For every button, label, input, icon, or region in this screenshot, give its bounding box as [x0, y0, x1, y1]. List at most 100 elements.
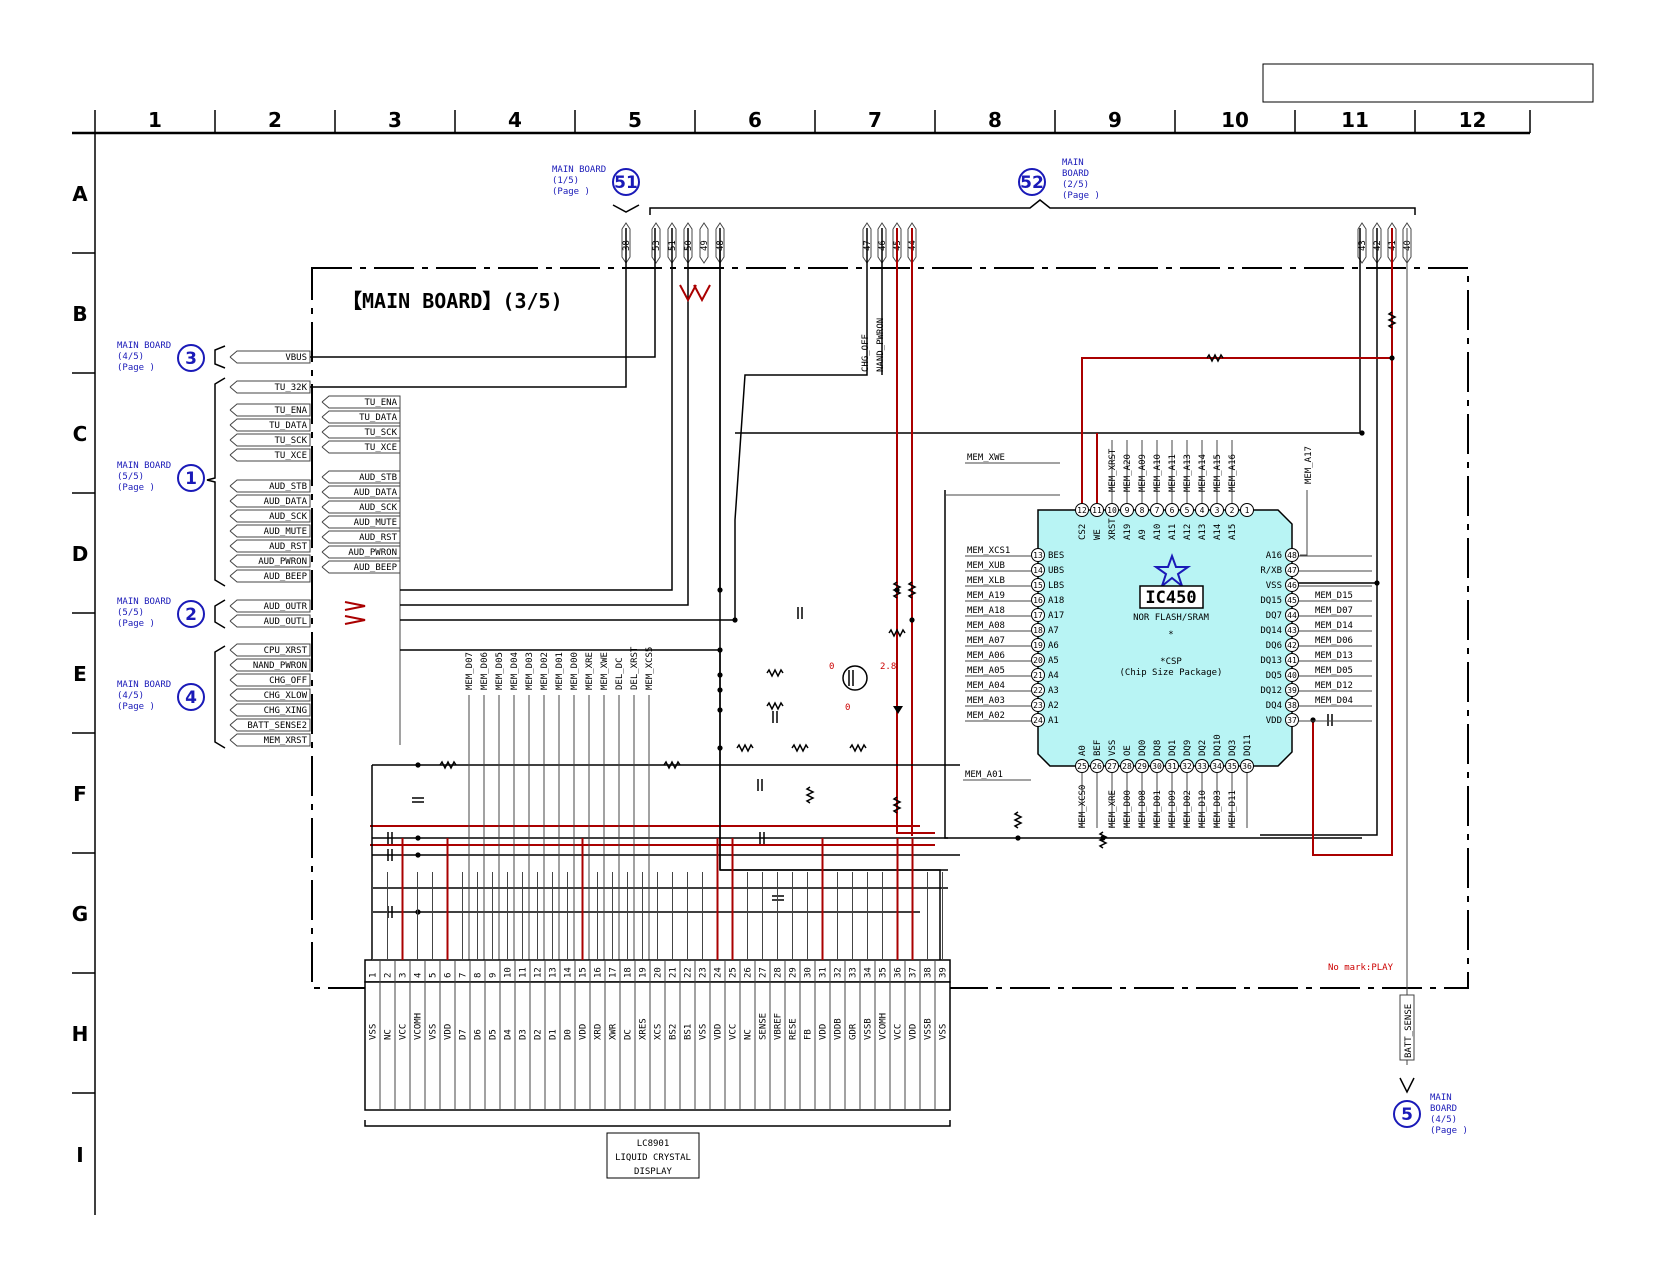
signal-flag-power	[229, 658, 311, 672]
signal-label: AUD_STB	[359, 473, 397, 483]
ic450-pin-18	[1031, 623, 1045, 637]
pin-number: 15	[1033, 581, 1043, 590]
pin-number: 7	[1155, 506, 1160, 515]
lcd-pin-name: XWR	[609, 1023, 619, 1040]
connector-pin-number: 42	[1373, 240, 1383, 251]
ic450-pin-name: OE	[1123, 745, 1133, 756]
ic450-signal: MEM_A11	[1168, 454, 1178, 492]
junction-dot	[1359, 430, 1365, 436]
ic450-pin-38	[1285, 698, 1299, 712]
lcd-pin-name: D7	[459, 1029, 469, 1040]
connector-ref-1[interactable]	[177, 464, 205, 492]
ic450-ref-box	[1139, 585, 1204, 609]
column-header: 8	[988, 108, 1002, 132]
wire	[400, 228, 868, 621]
lcd-pin-name: VSS	[939, 1024, 949, 1040]
pin-number: 3	[1215, 506, 1220, 515]
pin-number: 9	[1125, 506, 1130, 515]
ic450-pin-name: XRST	[1108, 518, 1118, 540]
bus-brace	[214, 345, 226, 369]
connector-number: 2	[185, 605, 197, 625]
mem-bus-label: DEL_XRST	[630, 646, 640, 690]
connector-ref-text: (2/5)	[1062, 180, 1089, 190]
mem-bus-label: DEL_DC	[615, 657, 625, 690]
ic450-signal: MEM_D07	[1315, 606, 1353, 616]
pin-number: 4	[1200, 506, 1205, 515]
lcd-pin-name: D4	[504, 1029, 514, 1040]
signal-flag-power	[229, 733, 311, 747]
vertical-label: NAND_PWRON	[876, 318, 886, 372]
ic450-pin-2	[1225, 503, 1239, 517]
ic450-pin-name: DQ6	[1266, 641, 1282, 651]
pin-number: 36	[1242, 762, 1252, 771]
signal-label: TU_DATA	[269, 421, 308, 431]
lcd-pin-name: VDDB	[834, 1018, 844, 1040]
ic450-signal: MEM_A03	[967, 696, 1005, 706]
mem-bus-label: MEM_D05	[495, 652, 505, 690]
ic450-signal: MEM_A02	[967, 711, 1005, 721]
pin-number: 37	[1287, 716, 1297, 725]
lcd-label-box	[606, 1132, 700, 1179]
ic450-pin-6	[1165, 503, 1179, 517]
ic450-pin-name: DQ9	[1183, 740, 1193, 756]
ic450-pin-name: A17	[1048, 611, 1064, 621]
signal-label: AUD_SCK	[359, 503, 398, 513]
column-header: 6	[748, 108, 762, 132]
connector-ref-3[interactable]	[177, 344, 205, 372]
junction-dot	[894, 587, 900, 593]
signal-flag	[229, 418, 311, 432]
ic450-signal: MEM_XCS1	[967, 546, 1010, 556]
ic450-pin-name: A19	[1123, 524, 1133, 540]
ic450-pin-20	[1031, 653, 1045, 667]
lcd-pin-name: VCOMH	[879, 1013, 889, 1040]
lcd-pin-number: 12	[534, 967, 544, 978]
pin-number: 1	[1245, 506, 1250, 515]
column-header: 9	[1108, 108, 1122, 132]
ic450-pin-name: VSS	[1266, 581, 1282, 591]
pin-number: 24	[1033, 716, 1043, 725]
connector-ref-51[interactable]	[612, 168, 640, 196]
lcd-pin-name: VSSB	[864, 1018, 874, 1040]
lcd-pin-number: 14	[564, 967, 574, 978]
column-header: 12	[1459, 108, 1487, 132]
connector-ref-2[interactable]	[177, 600, 205, 628]
pin-number: 30	[1152, 762, 1162, 771]
signal-label: TU_SCK	[364, 428, 397, 438]
ic450-pin-45	[1285, 593, 1299, 607]
pin-number: 10	[1107, 506, 1117, 515]
pin-number: 16	[1033, 596, 1043, 605]
lcd-pin-number: 1	[369, 973, 379, 978]
signal-label: AUD_RST	[359, 533, 398, 543]
pin-number: 11	[1092, 506, 1102, 515]
ic450-pin-12	[1075, 503, 1089, 517]
connector-number: 51	[614, 173, 638, 193]
signal-label: TU_DATA	[359, 413, 398, 423]
pin-number: 17	[1033, 611, 1043, 620]
connector-ref-text: BOARD	[1430, 1104, 1457, 1114]
vertical-label: CHG_OFF	[861, 334, 871, 372]
connector-ref-text: MAIN	[1062, 158, 1084, 168]
lcd-pin-number: 32	[834, 967, 844, 978]
pin-number: 19	[1033, 641, 1043, 650]
connector-pin-number: 43	[1358, 240, 1368, 251]
ic450-signal: MEM_A17	[1304, 446, 1314, 484]
ic450-pin-28	[1120, 759, 1134, 773]
pin-number: 46	[1287, 581, 1297, 590]
bus-brace	[214, 645, 226, 749]
marker	[693, 284, 711, 303]
pin-number: 26	[1092, 762, 1102, 771]
mem-bus-label: MEM_D01	[555, 652, 565, 690]
connector-ref-5[interactable]	[1393, 1100, 1421, 1128]
row-header: I	[76, 1143, 83, 1167]
connector-pin	[683, 222, 693, 264]
resistor	[888, 628, 906, 638]
lcd-pin-number: 6	[444, 973, 454, 978]
ic450-signal: MEM_D10	[1198, 790, 1208, 828]
resistor	[805, 786, 815, 804]
lcd-connector-body[interactable]	[364, 981, 951, 1111]
ic450-body[interactable]	[1037, 509, 1293, 767]
connector-ref-52[interactable]	[1018, 168, 1046, 196]
signal-label: AUD_DATA	[264, 497, 308, 507]
connector-ref-4[interactable]	[177, 683, 205, 711]
ic450-signal: MEM_D12	[1315, 681, 1353, 691]
